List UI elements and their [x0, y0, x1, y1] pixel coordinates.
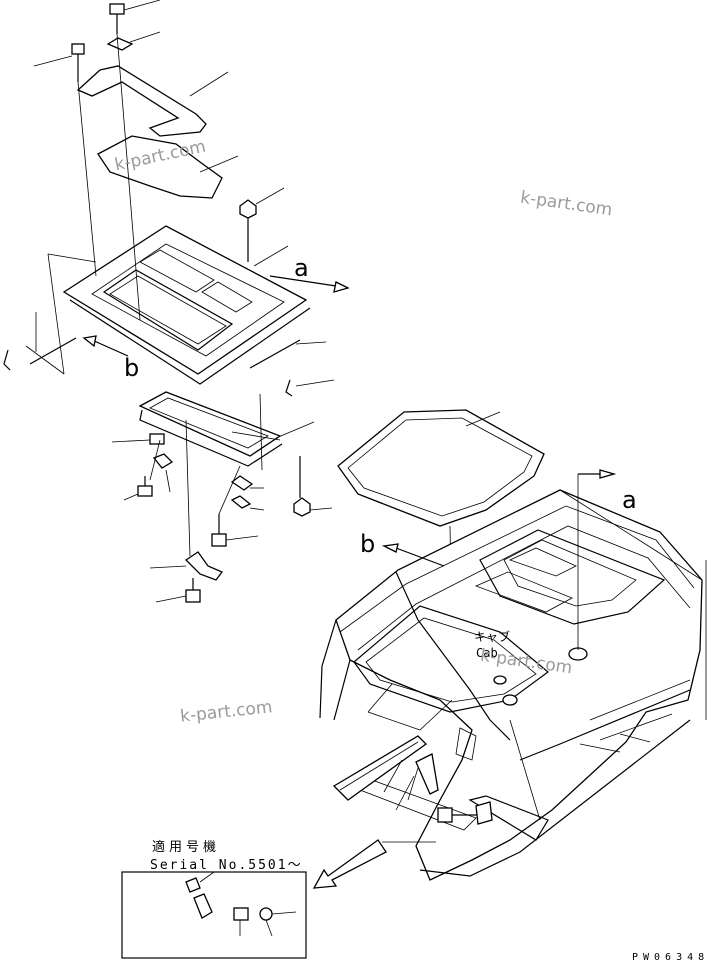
upper-frame: [76, 65, 229, 137]
bolt-lower-left: [123, 476, 153, 501]
cab-leaders: [367, 683, 541, 843]
arrow-b-right: [381, 543, 445, 567]
hinge-pin-right: [249, 339, 335, 397]
cab-label-en: Cab: [476, 646, 498, 660]
nut: [239, 187, 285, 262]
applicable-model-label: 適用号機: [152, 840, 221, 855]
view-b-label-right: b: [360, 530, 376, 558]
cab-label-jp: キャブ: [474, 630, 511, 644]
bolt-middle: [211, 514, 259, 547]
leader-lines: [25, 33, 281, 557]
bolt-bottom: [155, 578, 201, 603]
inner-frame: [138, 391, 315, 467]
roof-seal: [337, 409, 545, 641]
top-bolt: [109, 0, 161, 34]
detail-inset-box: [121, 871, 307, 959]
serial-label: Serial No.5501～: [150, 858, 303, 873]
serial-arrow: [312, 839, 387, 889]
cab-bolt: [437, 801, 493, 825]
view-a-label-right: a: [622, 486, 637, 514]
hatch-lid: [62, 225, 311, 385]
arrow-a-right: [577, 469, 617, 650]
cover-pad: [97, 135, 239, 199]
bracket-left: [111, 433, 174, 493]
bracket-right: [230, 475, 265, 511]
hinge-pin-left: [3, 312, 77, 371]
cab-bracket: [332, 735, 428, 811]
washer-plate: [106, 31, 161, 51]
left-bolt: [33, 43, 85, 82]
cab-screw: [415, 753, 439, 795]
arrow-a-left: [269, 275, 350, 293]
handle-bracket: [149, 551, 224, 581]
arrow-b-left: [82, 335, 129, 357]
bolt-right-small: [293, 456, 333, 517]
view-b-label-left: b: [124, 354, 140, 382]
view-a-label-left: a: [294, 254, 309, 282]
cab-body: [319, 489, 703, 881]
drawing-code: PW06348: [632, 952, 708, 963]
